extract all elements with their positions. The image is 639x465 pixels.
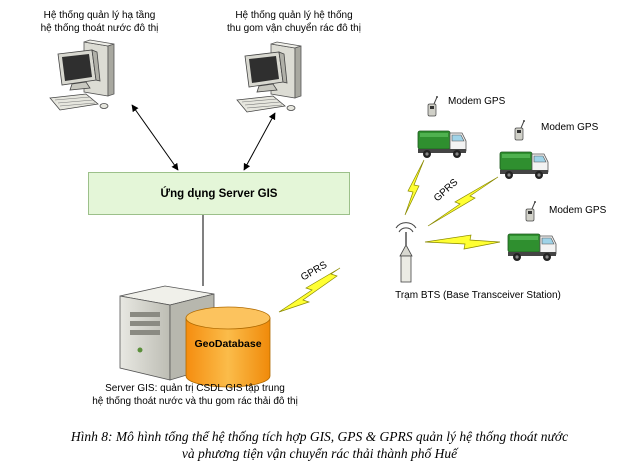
waste-computer-icon bbox=[236, 41, 302, 113]
database-icon bbox=[185, 306, 271, 388]
app-server-label: Ứng dụng Server GIS bbox=[160, 187, 278, 200]
bts-antenna-icon bbox=[395, 222, 417, 283]
app-server-box: Ứng dụng Server GIS bbox=[88, 172, 350, 215]
geodatabase-label: GeoDatabase bbox=[194, 338, 262, 350]
waste-link-arrow bbox=[243, 112, 276, 171]
gprs-link-truck1-bolt bbox=[404, 159, 425, 216]
drainage-system-label: Hệ thống quản lý hạ tầng hệ thống thoát … bbox=[40, 10, 159, 34]
garbage-truck-1-icon bbox=[417, 130, 467, 159]
figure-caption: Hình 8: Mô hình tổng thể hệ thống tích h… bbox=[70, 429, 569, 461]
modem-gps-1-icon bbox=[427, 95, 439, 117]
modem-gps-2-icon bbox=[514, 119, 526, 141]
server-label: Server GIS: quản trị CSDL GIS tập trung … bbox=[92, 383, 298, 407]
gprs-link-truck3-bolt bbox=[424, 234, 501, 250]
garbage-truck-2-icon bbox=[499, 151, 549, 180]
modem-gps-1-label: Modem GPS bbox=[448, 96, 506, 107]
waste-system-label: Hệ thống quản lý hệ thống thu gom vận ch… bbox=[227, 10, 361, 34]
gprs-link-server-bolt bbox=[278, 267, 341, 313]
modem-gps-3-label: Modem GPS bbox=[549, 205, 607, 216]
modem-gps-3-icon bbox=[525, 200, 537, 222]
bts-label: Trạm BTS (Base Transceiver Station) bbox=[395, 290, 561, 301]
drainage-computer-icon bbox=[49, 39, 115, 111]
gprs-link-truck2-bolt bbox=[427, 176, 499, 227]
drainage-link-arrow bbox=[131, 104, 179, 171]
garbage-truck-3-icon bbox=[507, 233, 557, 262]
modem-gps-2-label: Modem GPS bbox=[541, 122, 599, 133]
